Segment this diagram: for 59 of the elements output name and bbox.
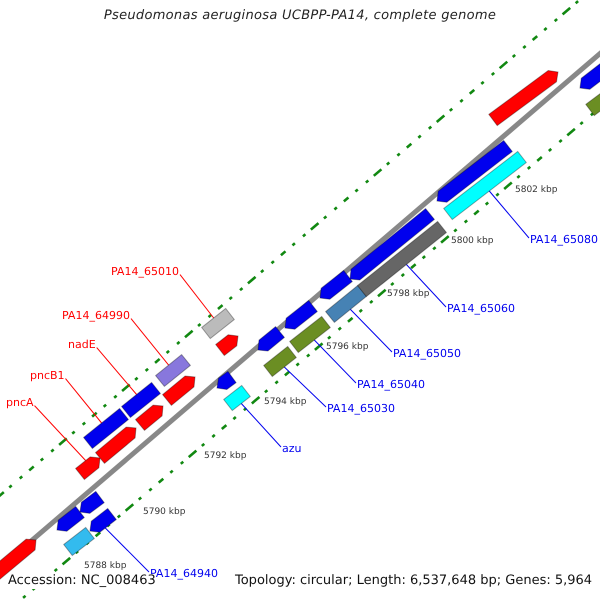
leader-line (34, 405, 86, 461)
genome-info-text: Topology: circular; Length: 6,537,648 bp; Genes: 5,964 (235, 574, 592, 589)
scale-label: 5794 kbp (264, 397, 306, 408)
title: Pseudomonas aeruginosa UCBPP-PA14, complete genome (102, 9, 498, 24)
gene-feature (216, 370, 237, 390)
gene-label: PA14_65080 (530, 234, 598, 247)
gene-feature (162, 375, 196, 406)
gene-feature (154, 354, 192, 388)
gene-feature (74, 456, 101, 480)
leader-line (284, 366, 326, 408)
gene-feature (134, 404, 164, 432)
gene-feature (436, 140, 513, 203)
leader-line (96, 347, 138, 395)
scale-label: 5790 kbp (143, 507, 186, 518)
gene-label: PA14_65040 (357, 379, 425, 392)
gene-feature (94, 426, 137, 464)
scale-label: 5788 kbp (84, 561, 126, 572)
scale-label: 5802 kbp (515, 185, 558, 196)
gene-feature (349, 208, 436, 281)
leader-line (350, 308, 392, 352)
leader-line (130, 318, 170, 366)
gene-feature (319, 270, 353, 300)
gene-feature (488, 70, 559, 126)
scale-label: 5798 kbp (387, 289, 430, 300)
gene-feature (585, 92, 600, 116)
gene-feature (79, 490, 105, 514)
gene-label: nadE (68, 339, 96, 352)
leader-line (240, 403, 282, 448)
gene-feature (201, 308, 235, 340)
gene-label: PA14_65060 (447, 303, 515, 316)
gene-feature (215, 334, 239, 356)
gene-label: pncA (6, 397, 34, 410)
scale-label: 5800 kbp (451, 236, 494, 246)
leader-line (314, 340, 356, 384)
gene-feature (120, 382, 162, 418)
gene-feature (263, 346, 297, 378)
gene-feature (223, 384, 251, 412)
gene-feature (257, 326, 286, 352)
scale-label: 5792 kbp (204, 451, 246, 462)
gene-label: azu (282, 443, 302, 456)
gene-feature (284, 300, 318, 330)
gene-label: PA14_65030 (327, 403, 395, 416)
leader-line (104, 528, 150, 572)
gene-feature (324, 284, 368, 324)
gene-label: PA14_64990 (62, 310, 130, 323)
gene-feature (56, 506, 85, 532)
leader-line (65, 378, 102, 424)
gene-label: PA14_65050 (393, 348, 461, 361)
gene-feature (356, 220, 448, 298)
gene-feature (63, 526, 95, 556)
gene-feature (89, 508, 117, 533)
gene-label: pncB1 (30, 370, 65, 383)
gene-feature (579, 62, 600, 90)
gene-label: PA14_65010 (111, 266, 179, 279)
leader-line (488, 190, 530, 238)
leader-line (406, 264, 446, 308)
leader-line (180, 274, 214, 318)
gene-feature (82, 408, 130, 450)
scale-label: 5796 kbp (326, 342, 368, 352)
